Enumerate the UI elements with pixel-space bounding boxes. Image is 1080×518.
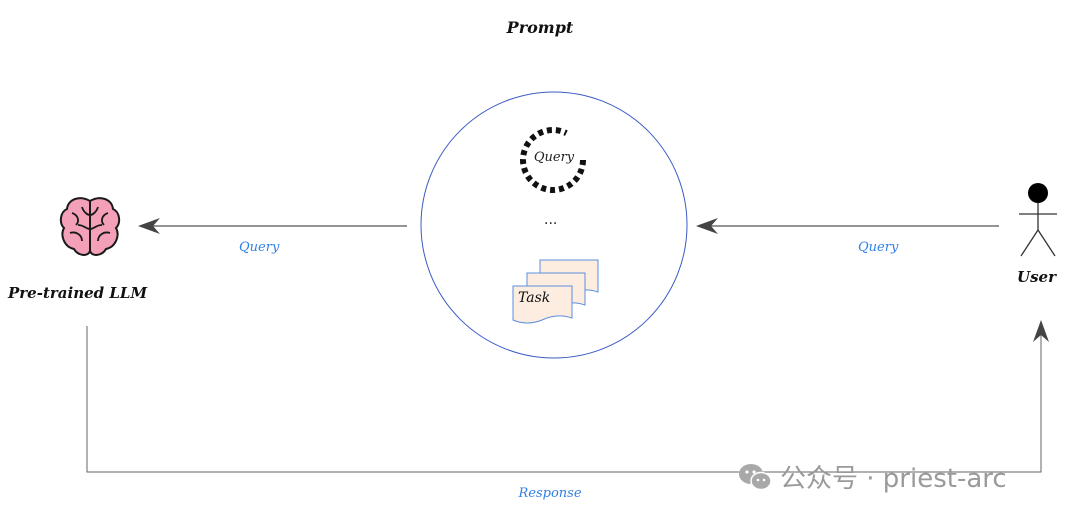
- watermark: 公众号 · priest-arc: [738, 458, 1007, 495]
- watermark-text: 公众号 · priest-arc: [780, 464, 1007, 494]
- brain-icon: [59, 197, 121, 256]
- prompt-circle: [420, 91, 688, 359]
- diagram-title: Prompt: [506, 18, 574, 37]
- wechat-icon: [739, 463, 772, 490]
- task-documents-icon: [512, 259, 599, 324]
- edge-label-response: Response: [518, 486, 582, 501]
- edge-label-prompt-to-llm: Query: [239, 240, 280, 255]
- llm-label: Pre-trained LLM: [8, 284, 148, 302]
- task-label: Task: [518, 290, 551, 306]
- prompt-ellipsis: ...: [544, 212, 558, 228]
- arrow-prompt-to-llm: [138, 218, 407, 234]
- edge-label-user-to-prompt: Query: [858, 240, 899, 255]
- stick-figure-icon: [1019, 183, 1057, 257]
- user-label: User: [1017, 268, 1056, 286]
- arrow-llm-to-user: [86, 320, 1049, 473]
- arrow-user-to-prompt: [696, 218, 999, 234]
- query-spinner-icon: [519, 126, 587, 194]
- spinner-query-label: Query: [533, 150, 575, 165]
